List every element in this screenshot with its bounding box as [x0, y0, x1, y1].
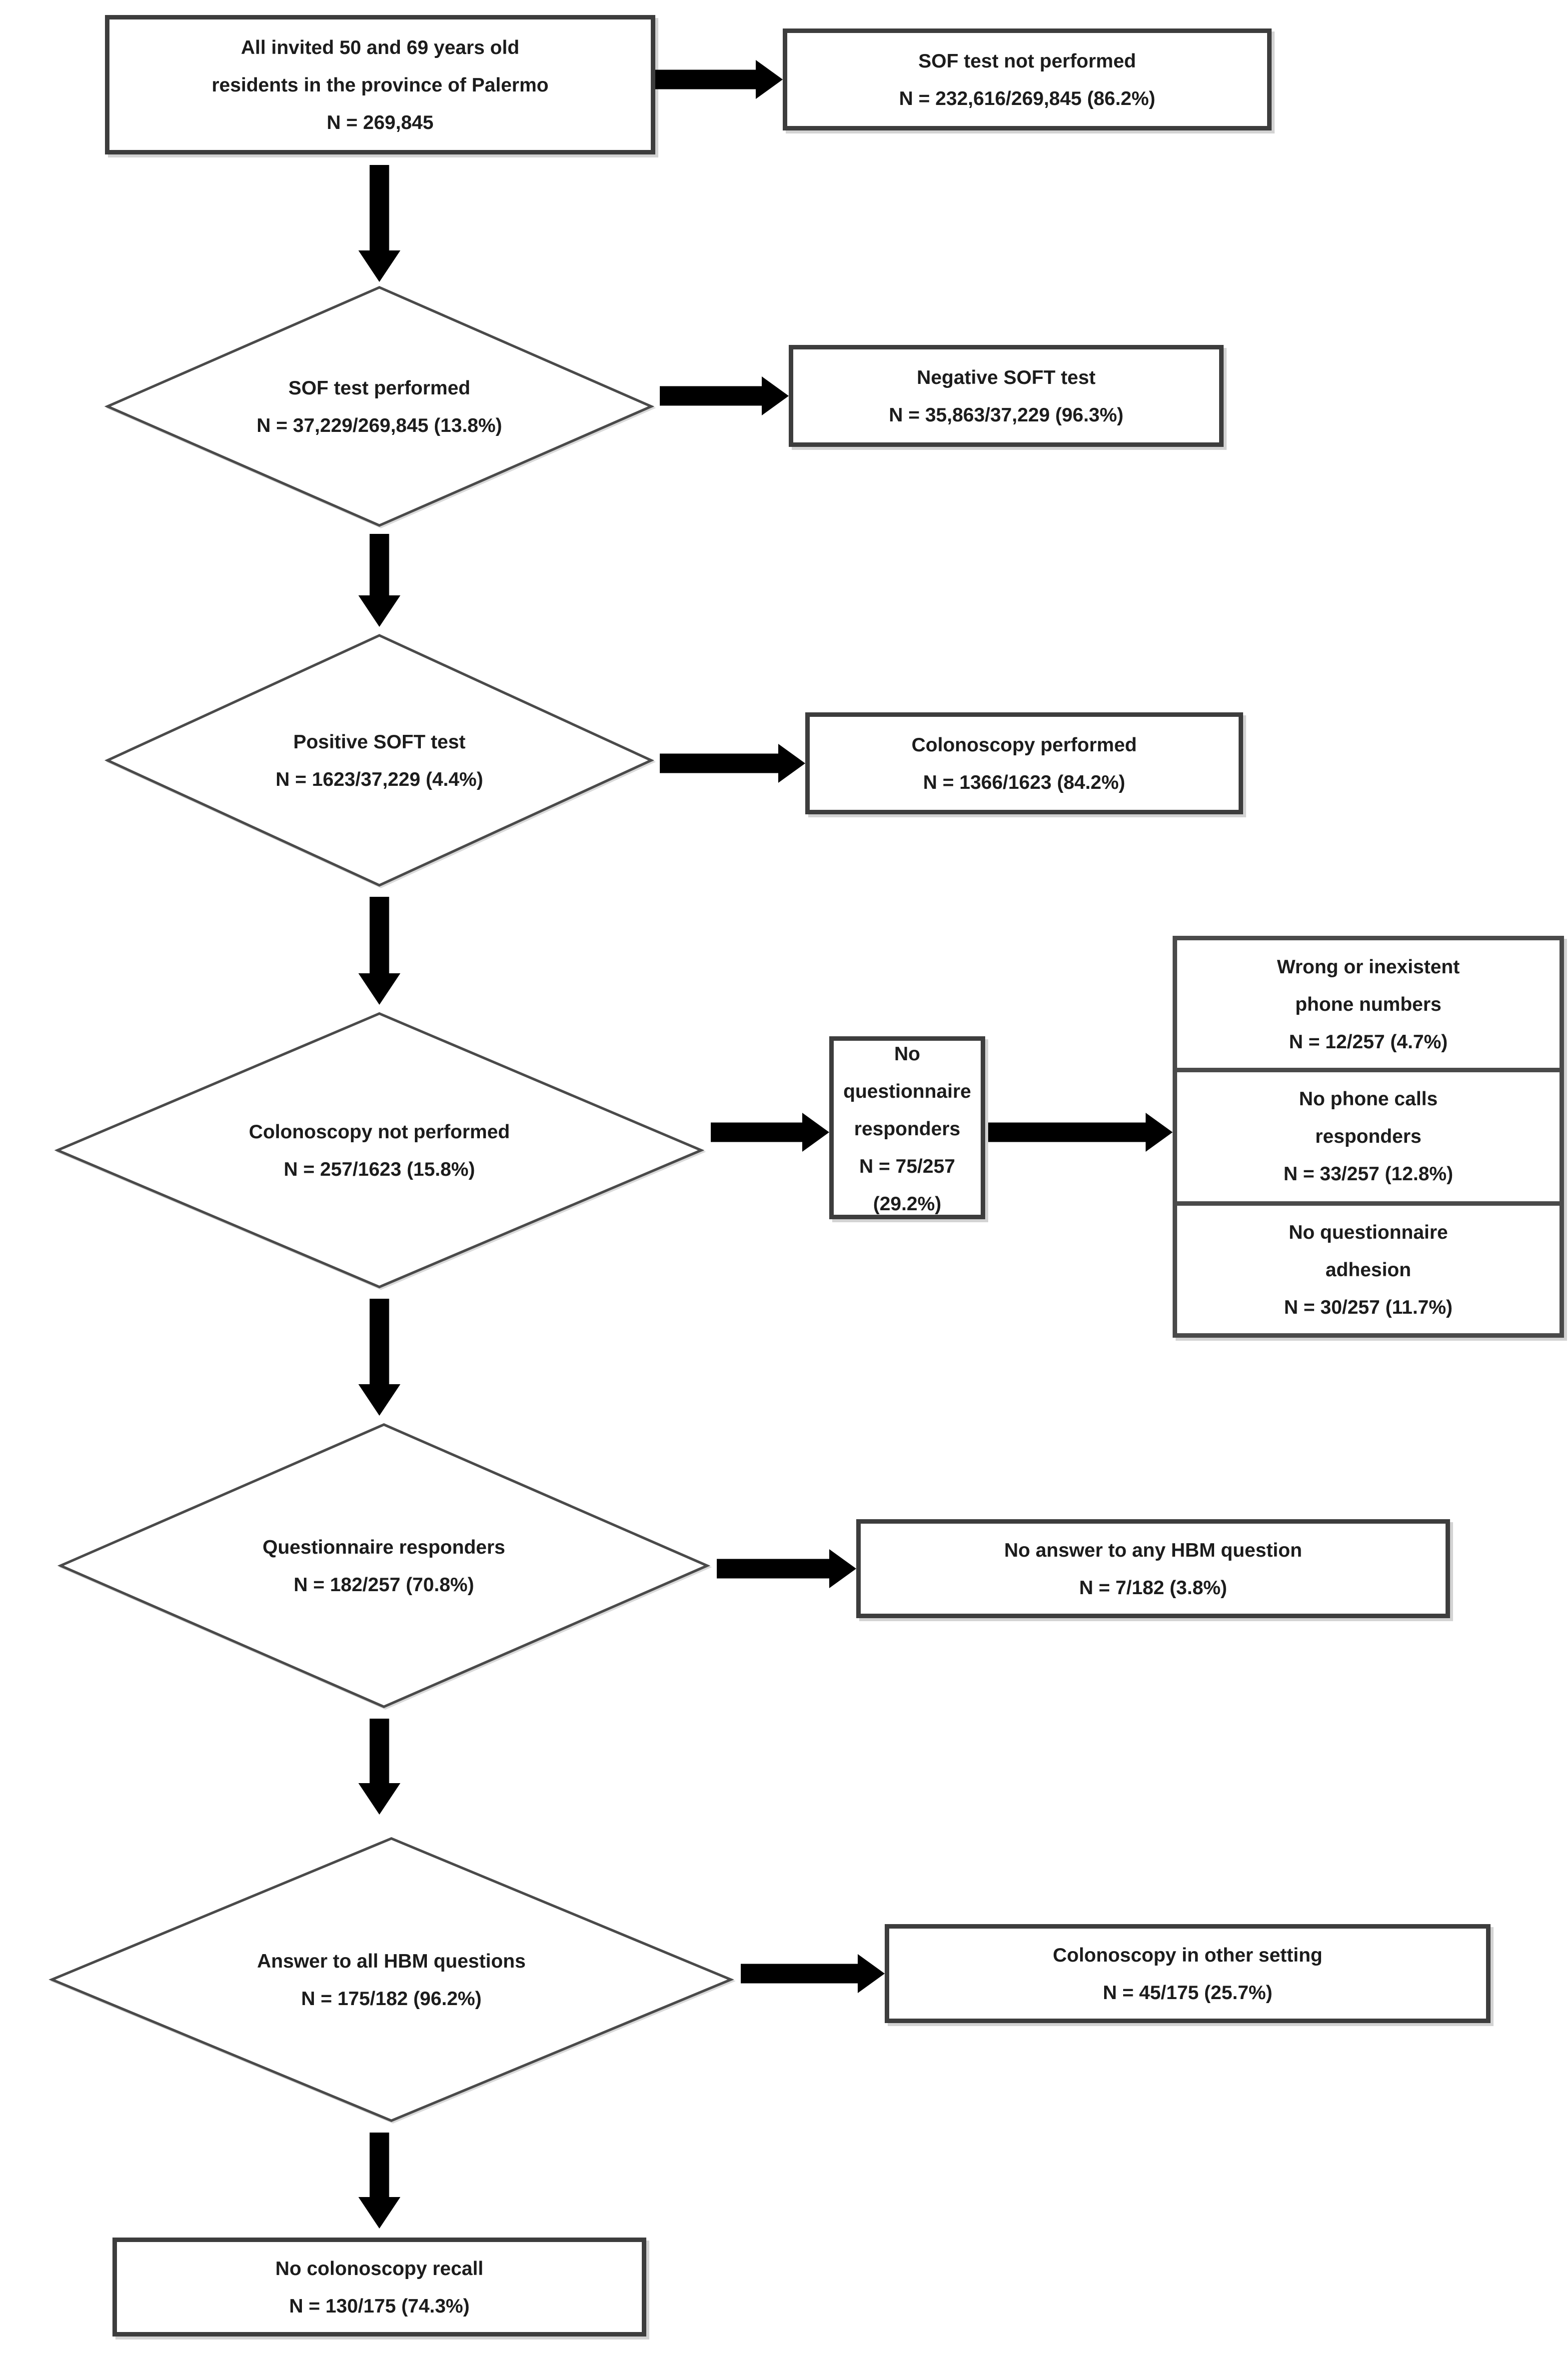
arrow-down-icon: [358, 1299, 400, 1416]
node-sof-test-performed-stat: N = 37,229/269,845 (13.8%): [256, 414, 502, 436]
node-colonoscopy-not-performed-text: Colonoscopy not performed N = 257/1623 (…: [51, 1011, 708, 1290]
node-wrong-phone-numbers: Wrong or inexistent phone numbers N = 12…: [1177, 940, 1560, 1068]
arrow-right-icon: [741, 1954, 885, 1993]
arrow-right-icon: [660, 376, 789, 415]
node-questionnaire-responders: Questionnaire responders N = 182/257 (70…: [54, 1422, 714, 1710]
arrow-right-icon: [660, 744, 805, 783]
node-colonoscopy-in-other-setting-label: Colonoscopy in other setting: [1053, 1944, 1323, 1966]
node-colonoscopy-not-performed: Colonoscopy not performed N = 257/1623 (…: [51, 1011, 708, 1290]
node-answer-all-hbm-questions-text: Answer to all HBM questions N = 175/182 …: [45, 1836, 738, 2124]
node-colonoscopy-performed: Colonoscopy performed N = 1366/1623 (84.…: [805, 712, 1243, 814]
node-colonoscopy-not-performed-label: Colonoscopy not performed: [248, 1120, 510, 1143]
node-wrong-phone-numbers-stat: N = 12/257 (4.7%): [1289, 1030, 1448, 1053]
diamond-shape-icon: [102, 633, 657, 888]
phone-contact-outcome-boxes: Wrong or inexistent phone numbers N = 12…: [1173, 936, 1564, 1338]
node-colonoscopy-not-performed-stat: N = 257/1623 (15.8%): [283, 1158, 475, 1180]
node-positive-soft-test: Positive SOFT test N = 1623/37,229 (4.4%…: [102, 633, 657, 888]
node-questionnaire-responders-text: Questionnaire responders N = 182/257 (70…: [54, 1422, 714, 1710]
node-questionnaire-responders-label: Questionnaire responders: [262, 1536, 505, 1558]
node-wrong-phone-numbers-label: Wrong or inexistent phone numbers: [1277, 955, 1460, 1016]
node-no-questionnaire-responders-stat: N = 75/257 (29.2%): [859, 1154, 955, 1214]
node-positive-soft-test-label: Positive SOFT test: [293, 730, 466, 753]
node-colonoscopy-in-other-setting: Colonoscopy in other setting N = 45/175 …: [885, 1924, 1491, 2023]
arrow-right-icon: [988, 1113, 1173, 1152]
node-sof-test-performed-label: SOF test performed: [288, 376, 471, 399]
arrow-down-icon: [358, 1719, 400, 1815]
node-positive-soft-test-text: Positive SOFT test N = 1623/37,229 (4.4%…: [102, 633, 657, 888]
node-no-answer-any-hbm-question-label: No answer to any HBM question: [1004, 1539, 1302, 1561]
diamond-shape-icon: [51, 1011, 708, 1290]
node-sof-test-not-performed: SOF test not performed N = 232,616/269,8…: [783, 28, 1272, 130]
node-no-phone-calls-responders: No phone calls responders N = 33/257 (12…: [1177, 1068, 1560, 1201]
diamond-shape-icon: [102, 285, 657, 528]
arrow-down-icon: [358, 897, 400, 1005]
node-answer-all-hbm-questions-stat: N = 175/182 (96.2%): [301, 1987, 482, 2010]
node-all-invited-label: All invited 50 and 69 years old resident…: [211, 36, 549, 96]
node-sof-test-not-performed-stat: N = 232,616/269,845 (86.2%): [899, 87, 1156, 109]
node-negative-soft-test-stat: N = 35,863/37,229 (96.3%): [889, 403, 1124, 426]
arrow-down-icon: [358, 534, 400, 627]
node-all-invited-stat: N = 269,845: [326, 111, 434, 133]
node-colonoscopy-performed-stat: N = 1366/1623 (84.2%): [923, 771, 1126, 793]
node-no-questionnaire-adhesion: No questionnaire adhesion N = 30/257 (11…: [1177, 1200, 1560, 1333]
node-positive-soft-test-stat: N = 1623/37,229 (4.4%): [275, 768, 483, 790]
node-colonoscopy-performed-label: Colonoscopy performed: [911, 733, 1137, 756]
node-negative-soft-test-label: Negative SOFT test: [917, 366, 1096, 388]
node-no-questionnaire-responders-label: No questionnaire responders: [843, 1041, 971, 1139]
node-no-questionnaire-adhesion-stat: N = 30/257 (11.7%): [1284, 1295, 1453, 1318]
node-no-phone-calls-responders-stat: N = 33/257 (12.8%): [1283, 1163, 1454, 1186]
node-answer-all-hbm-questions-label: Answer to all HBM questions: [257, 1950, 526, 1972]
node-no-questionnaire-responders: No questionnaire responders N = 75/257 (…: [829, 1036, 985, 1219]
node-no-colonoscopy-recall: No colonoscopy recall N = 130/175 (74.3%…: [112, 2238, 646, 2337]
arrow-right-icon: [711, 1113, 829, 1152]
node-no-colonoscopy-recall-label: No colonoscopy recall: [275, 2257, 484, 2280]
node-sof-test-not-performed-label: SOF test not performed: [918, 49, 1136, 72]
arrow-down-icon: [358, 165, 400, 282]
arrow-down-icon: [358, 2133, 400, 2229]
node-no-phone-calls-responders-label: No phone calls responders: [1299, 1088, 1438, 1148]
arrow-right-icon: [717, 1549, 856, 1588]
node-no-colonoscopy-recall-stat: N = 130/175 (74.3%): [289, 2295, 470, 2317]
node-sof-test-performed: SOF test performed N = 37,229/269,845 (1…: [102, 285, 657, 528]
node-no-answer-any-hbm-question: No answer to any HBM question N = 7/182 …: [856, 1519, 1450, 1618]
diamond-shape-icon: [54, 1422, 714, 1710]
node-answer-all-hbm-questions: Answer to all HBM questions N = 175/182 …: [45, 1836, 738, 2124]
node-colonoscopy-in-other-setting-stat: N = 45/175 (25.7%): [1103, 1981, 1273, 2004]
node-negative-soft-test: Negative SOFT test N = 35,863/37,229 (96…: [789, 345, 1224, 447]
diamond-shape-icon: [45, 1836, 738, 2124]
node-all-invited: All invited 50 and 69 years old resident…: [105, 15, 655, 154]
node-questionnaire-responders-stat: N = 182/257 (70.8%): [293, 1573, 474, 1596]
node-no-answer-any-hbm-question-stat: N = 7/182 (3.8%): [1079, 1576, 1227, 1599]
arrow-right-icon: [655, 60, 783, 99]
node-no-questionnaire-adhesion-label: No questionnaire adhesion: [1289, 1220, 1448, 1281]
node-sof-test-performed-text: SOF test performed N = 37,229/269,845 (1…: [102, 285, 657, 528]
